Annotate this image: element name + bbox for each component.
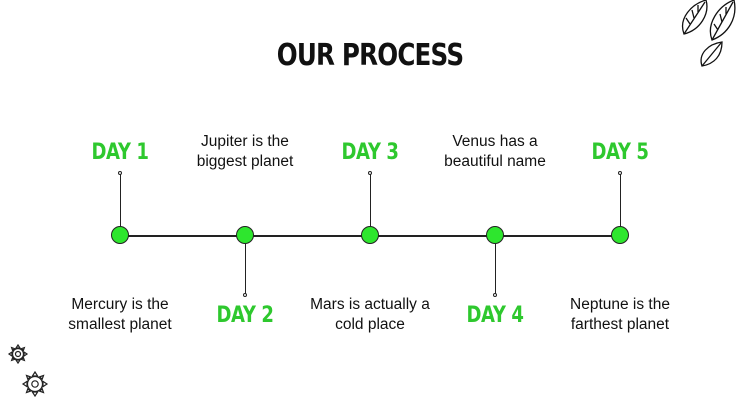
step-description-3-line-2: cold place <box>335 316 405 333</box>
stem-day-4 <box>495 235 496 295</box>
timeline-node-day-3 <box>361 226 379 244</box>
pin-day-1 <box>118 171 122 175</box>
day-label-3: DAY 3 <box>341 140 399 165</box>
step-description-1-line-2: smallest planet <box>68 316 172 333</box>
step-description-5: Neptune is the farthest planet <box>540 295 700 335</box>
timeline-node-day-5 <box>611 226 629 244</box>
step-description-1-line-1: Mercury is the <box>71 296 169 313</box>
step-description-3-line-1: Mars is actually a <box>310 296 430 313</box>
step-description-4: Venus has a beautiful name <box>415 132 575 172</box>
timeline-node-day-1 <box>111 226 129 244</box>
step-description-2-line-2: biggest planet <box>196 153 294 170</box>
timeline-node-day-2 <box>236 226 254 244</box>
step-description-5-line-1: Neptune is the <box>570 296 670 313</box>
pin-day-3 <box>368 171 372 175</box>
stem-day-5 <box>620 173 621 235</box>
stem-day-1 <box>120 173 121 235</box>
gear-icon <box>7 343 49 398</box>
step-description-2: Jupiter is the biggest planet <box>165 132 325 172</box>
pin-day-5 <box>618 171 622 175</box>
step-description-4-line-1: Venus has a <box>452 133 538 150</box>
day-label-5: DAY 5 <box>591 140 649 165</box>
leaf-icon <box>681 0 736 67</box>
page-title: OUR PROCESS <box>276 38 464 73</box>
step-description-3: Mars is actually a cold place <box>290 295 450 335</box>
pin-day-2 <box>243 293 247 297</box>
step-description-1: Mercury is the smallest planet <box>40 295 200 335</box>
day-label-4: DAY 4 <box>466 303 524 328</box>
stem-day-2 <box>245 235 246 295</box>
step-description-2-line-1: Jupiter is the <box>201 133 289 150</box>
day-label-2: DAY 2 <box>216 303 274 328</box>
day-label-1: DAY 1 <box>91 140 149 165</box>
step-description-4-line-2: beautiful name <box>444 153 546 170</box>
step-description-5-line-2: farthest planet <box>570 316 670 333</box>
pin-day-4 <box>493 293 497 297</box>
timeline-node-day-4 <box>486 226 504 244</box>
stem-day-3 <box>370 173 371 235</box>
